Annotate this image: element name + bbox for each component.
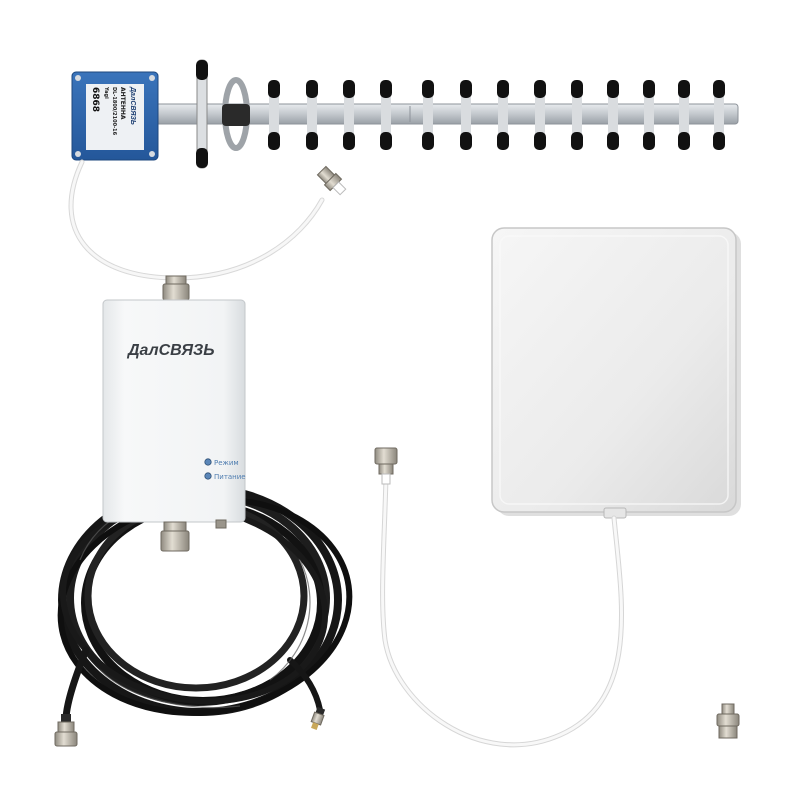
indicator-power: Питание (204, 472, 246, 481)
repeater-brand-logo: ДалСВЯЗЬ (126, 342, 215, 359)
yagi-antenna: ДалСВЯЗЬ АНТЕННА DL-1800/2100-16 Yagi 68… (71, 59, 739, 169)
antenna-label-model: 6868 (90, 87, 100, 112)
antenna-label-line-2: DL-1800/2100-16 (111, 87, 117, 136)
indicator-mode-label: Режим (214, 459, 239, 467)
indicator-mode-led (204, 458, 212, 466)
antenna-label-line-3: Yagi (103, 86, 109, 99)
reflector-element (196, 59, 208, 169)
panel-antenna-body (491, 227, 737, 513)
mount-clamp (222, 77, 250, 151)
repeater-unit: ДалСВЯЗЬ Режим Питание (102, 275, 246, 552)
coax-n-connector (54, 714, 78, 747)
repeater-bottom-connector (160, 521, 190, 552)
antenna-pigtail-cable (68, 159, 347, 281)
loose-adapter-connector (716, 703, 740, 739)
pigtail-connector (316, 165, 347, 196)
panel-cable-n-connector (374, 447, 398, 485)
indicator-mode: Режим (204, 458, 239, 467)
director-elements (268, 80, 725, 150)
coax-sma-connector (310, 706, 326, 730)
antenna-label-brand: ДалСВЯЗЬ (129, 86, 136, 125)
repeater-body (102, 299, 246, 523)
indicator-power-label: Питание (214, 473, 246, 481)
indicator-power-led (204, 472, 212, 480)
panel-antenna-cable (380, 475, 624, 748)
panel-antenna (491, 227, 741, 519)
repeater-power-jack (215, 519, 227, 529)
repeater-top-connector (162, 275, 190, 301)
antenna-label-box: ДалСВЯЗЬ АНТЕННА DL-1800/2100-16 Yagi 68… (71, 71, 159, 161)
antenna-label-line-1: АНТЕННА (119, 87, 126, 120)
